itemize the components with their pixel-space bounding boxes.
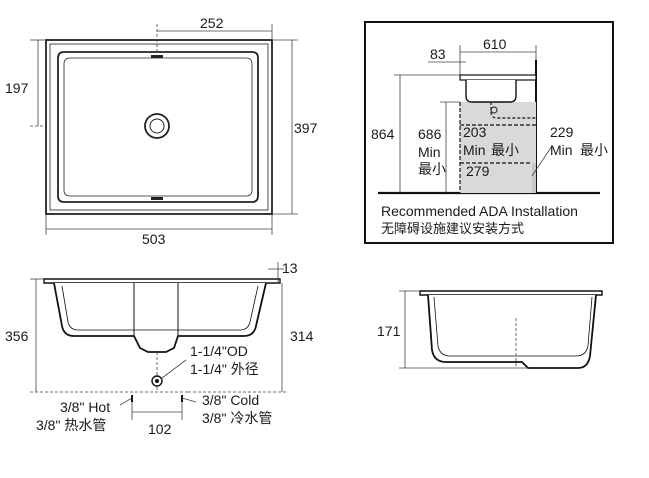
top-view-outer-rim: [45, 39, 273, 215]
front-drain-outlet-inner: [155, 379, 159, 383]
ada-dim-229-min: Min: [550, 142, 573, 158]
front-view: 102 356 314 13 1-1/4"OD 1-1/4" 外径 3/8" H…: [5, 260, 314, 437]
overflow-slot-top: [151, 55, 163, 58]
drain-inner: [149, 118, 165, 134]
ada-toe-slope: [531, 145, 553, 177]
dim-314-label: 314: [290, 328, 314, 344]
ada-panel: 610 83 864 686 Min 最小 203 Min 最小 279 229…: [364, 21, 614, 244]
cold-leader: [181, 397, 197, 403]
dim-102-label: 102: [148, 421, 172, 437]
dim-503-label: 503: [142, 231, 166, 247]
hot-label: 3/8" Hot: [60, 399, 110, 415]
side-view: 171: [377, 290, 603, 369]
drain-leader: [161, 359, 187, 379]
front-view-bowl: [53, 282, 267, 353]
ada-dim-229-cn: 最小: [580, 142, 608, 158]
drain-outer: [144, 113, 170, 139]
ada-dim-686-min: Min: [418, 144, 441, 160]
dim-397-label: 397: [294, 120, 318, 136]
top-view-basin-inner: [63, 57, 253, 197]
dim-13-label: 13: [282, 260, 298, 276]
ada-countertop: [459, 74, 537, 81]
dim-171-label: 171: [377, 323, 401, 339]
ada-dim-610-label: 610: [483, 36, 507, 52]
overflow-slot-bottom: [151, 197, 163, 200]
drain-cn-label: 1-1/4" 外径: [190, 361, 259, 377]
front-view-drain-body: [133, 283, 179, 336]
ada-dim-279-label: 279: [466, 163, 490, 179]
side-view-rim: [419, 290, 603, 296]
ada-dim-864-label: 864: [371, 126, 395, 142]
side-view-bowl: [427, 294, 597, 369]
ada-dim-686-label: 686: [418, 126, 442, 142]
dim-356-label: 356: [5, 328, 29, 344]
ada-dim-203-min: Min: [463, 142, 486, 158]
drain-od-label: 1-1/4"OD: [190, 343, 248, 359]
hot-leader: [119, 397, 133, 406]
dim-197-label: 197: [5, 80, 29, 96]
ada-sink-bowl: [465, 80, 517, 103]
ada-trap-bend: [490, 106, 498, 114]
ada-caption-en: Recommended ADA Installation: [381, 203, 578, 219]
ada-dim-83-label: 83: [430, 46, 446, 62]
hot-cn-label: 3/8" 热水管: [36, 417, 106, 433]
ada-caption-cn: 无障碍设施建议安装方式: [381, 221, 524, 236]
ada-toe-wedge: [532, 163, 536, 193]
top-view-basin-outline: [57, 51, 259, 203]
dim-252-label: 252: [200, 15, 224, 31]
ada-trap: [490, 102, 536, 119]
top-view: 252 397 197 503: [5, 15, 318, 247]
front-view-rim: [43, 278, 281, 284]
cold-label: 3/8" Cold: [202, 392, 259, 408]
cold-cn-label: 3/8" 冷水管: [202, 410, 272, 426]
side-view-bowl-inner: [433, 296, 593, 357]
ada-dim-203-cn: 最小: [491, 142, 519, 158]
top-view-rim-inner: [49, 43, 269, 211]
ada-dim-229-label: 229: [550, 124, 574, 140]
ada-dim-203-label: 203: [463, 124, 487, 140]
ada-frame: [364, 21, 614, 244]
ada-dim-686-cn: 最小: [418, 161, 446, 177]
front-view-bowl-inner: [61, 285, 259, 331]
